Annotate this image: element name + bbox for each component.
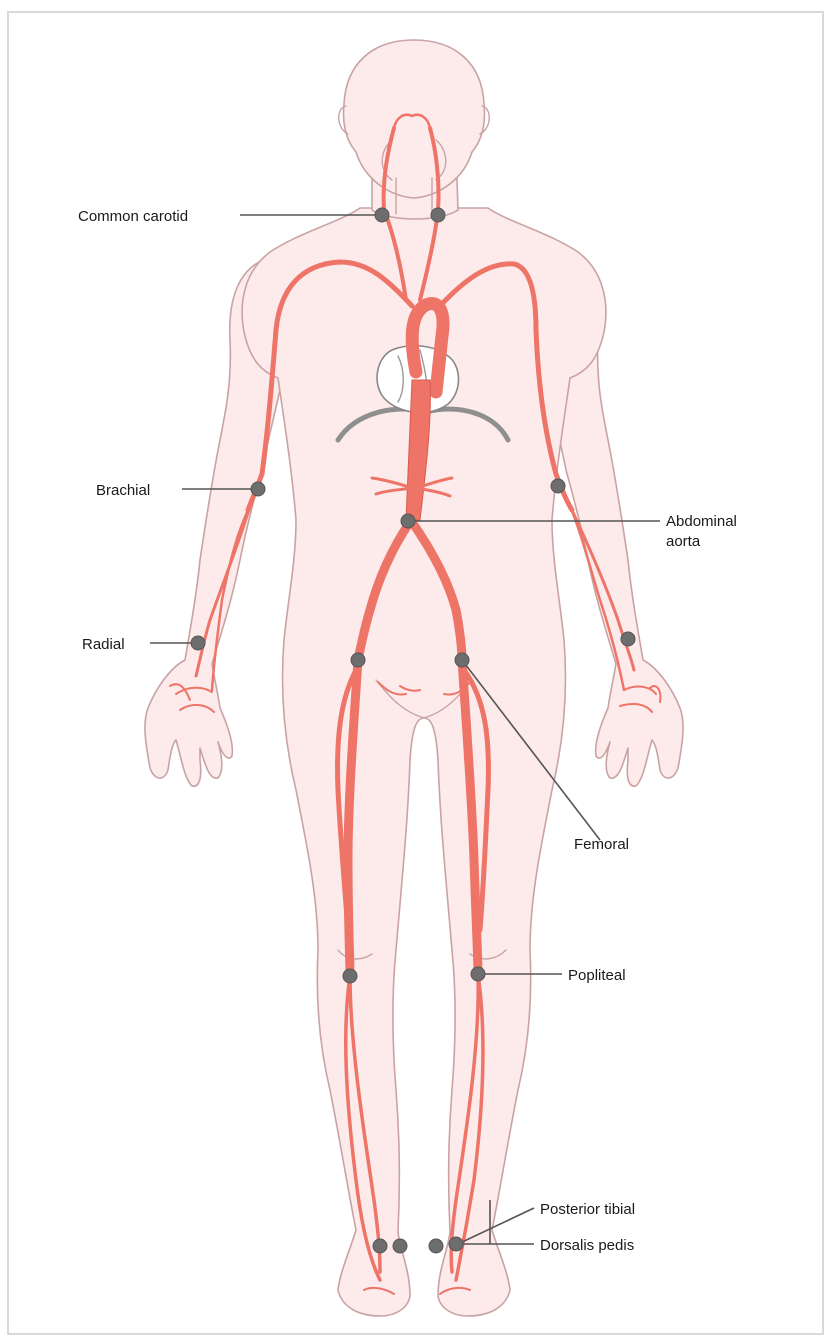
pulse-point-abdominal-aorta [401,514,415,528]
head [344,40,485,198]
pulse-point-right-radial [621,632,635,646]
pulse-point-left-popliteal [343,969,357,983]
label-popliteal: Popliteal [568,967,626,984]
pulse-point-left-carotid [375,208,389,222]
pulse-point-left-dorsalis-pedis [393,1239,407,1253]
pulse-point-right-posterior-tibial [429,1239,443,1253]
label-dorsalis-pedis: Dorsalis pedis [540,1237,634,1254]
label-femoral: Femoral [574,836,629,853]
label-posterior-tibial: Posterior tibial [540,1201,635,1218]
label-abdominal-aorta-line2: aorta [666,533,701,550]
label-abdominal-aorta-line1: Abdominal [666,513,737,530]
pulse-point-right-femoral [455,653,469,667]
label-radial: Radial [82,636,125,653]
pulse-point-left-posterior-tibial [373,1239,387,1253]
pulse-point-right-carotid [431,208,445,222]
pulse-point-right-brachial [551,479,565,493]
label-common-carotid: Common carotid [78,208,188,225]
body-silhouette [145,40,683,1316]
label-brachial: Brachial [96,482,150,499]
pulse-point-left-radial [191,636,205,650]
pulse-point-left-femoral [351,653,365,667]
pulse-point-right-dorsalis-pedis [449,1237,463,1251]
pulse-point-right-popliteal [471,967,485,981]
pulse-point-left-brachial [251,482,265,496]
